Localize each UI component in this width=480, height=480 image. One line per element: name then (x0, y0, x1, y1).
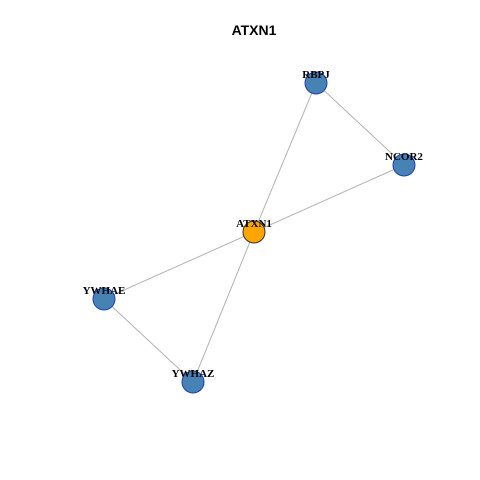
node-ncor2: NCOR2 (385, 151, 423, 177)
node-circle-ywhae (92, 287, 116, 311)
node-label-atxn1: ATXN1 (236, 218, 272, 230)
edge-atxn1-ywhaz (192, 231, 255, 383)
edge-rbpj-ncor2 (315, 82, 405, 166)
node-circle-rbpj (304, 71, 328, 95)
node-label-ncor2: NCOR2 (385, 151, 423, 163)
node-label-ywhae: YWHAE (83, 285, 126, 297)
node-circle-ncor2 (392, 153, 416, 177)
node-atxn1: ATXN1 (236, 218, 272, 244)
node-circle-atxn1 (242, 220, 266, 244)
graph-title: ATXN1 (232, 22, 277, 38)
node-label-rbpj: RBPJ (302, 69, 330, 81)
node-ywhae: YWHAE (83, 285, 126, 311)
edge-atxn1-ywhae (103, 231, 255, 300)
edge-ywhae-ywhaz (103, 298, 194, 383)
node-circle-ywhaz (181, 370, 205, 394)
node-label-ywhaz: YWHAZ (172, 368, 215, 380)
node-rbpj: RBPJ (302, 69, 330, 95)
edge-layer (103, 82, 405, 383)
node-ywhaz: YWHAZ (172, 368, 215, 394)
edge-atxn1-ncor2 (253, 164, 405, 233)
edge-atxn1-rbpj (253, 82, 317, 233)
